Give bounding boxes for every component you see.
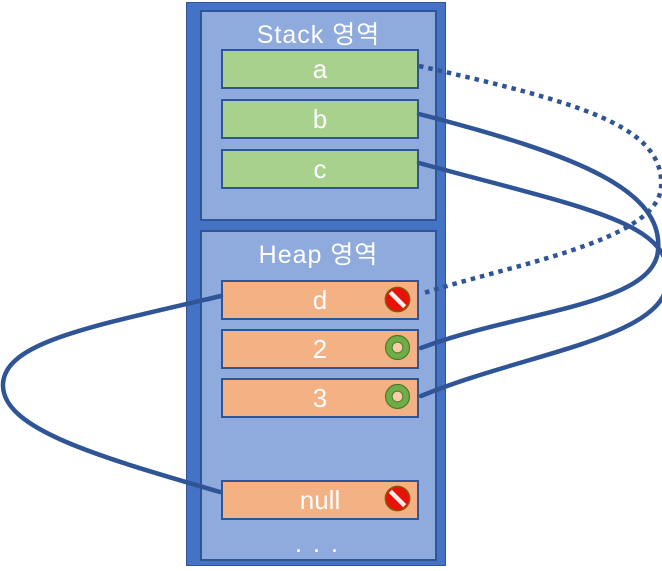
heap-title: Heap 영역 bbox=[258, 241, 379, 269]
heap-cell-3-label: 3 bbox=[312, 382, 328, 413]
stack-title: Stack 영역 bbox=[256, 21, 381, 49]
alive-ring-icon bbox=[384, 334, 411, 361]
alive-ring-icon bbox=[384, 383, 411, 410]
heap-cell-d-label: d bbox=[312, 284, 328, 315]
stack-cell-b: b bbox=[221, 99, 419, 139]
connector-c-to-3 bbox=[416, 160, 662, 399]
heap-cell-null-label: null bbox=[299, 484, 341, 515]
stack-cell-c: c bbox=[221, 149, 419, 189]
stack-cell-a-label: a bbox=[312, 53, 328, 84]
connector-a-to-d bbox=[418, 63, 662, 297]
stack-cell-b-label: b bbox=[312, 103, 328, 134]
heap-cell-2-label: 2 bbox=[312, 333, 328, 364]
stack-cell-c-label: c bbox=[313, 153, 327, 184]
connector-b-to-2 bbox=[416, 111, 661, 351]
heap-ellipsis: . . . bbox=[295, 536, 341, 556]
stack-cell-a: a bbox=[221, 49, 419, 89]
no-entry-icon bbox=[384, 485, 411, 512]
no-entry-icon bbox=[384, 286, 411, 313]
